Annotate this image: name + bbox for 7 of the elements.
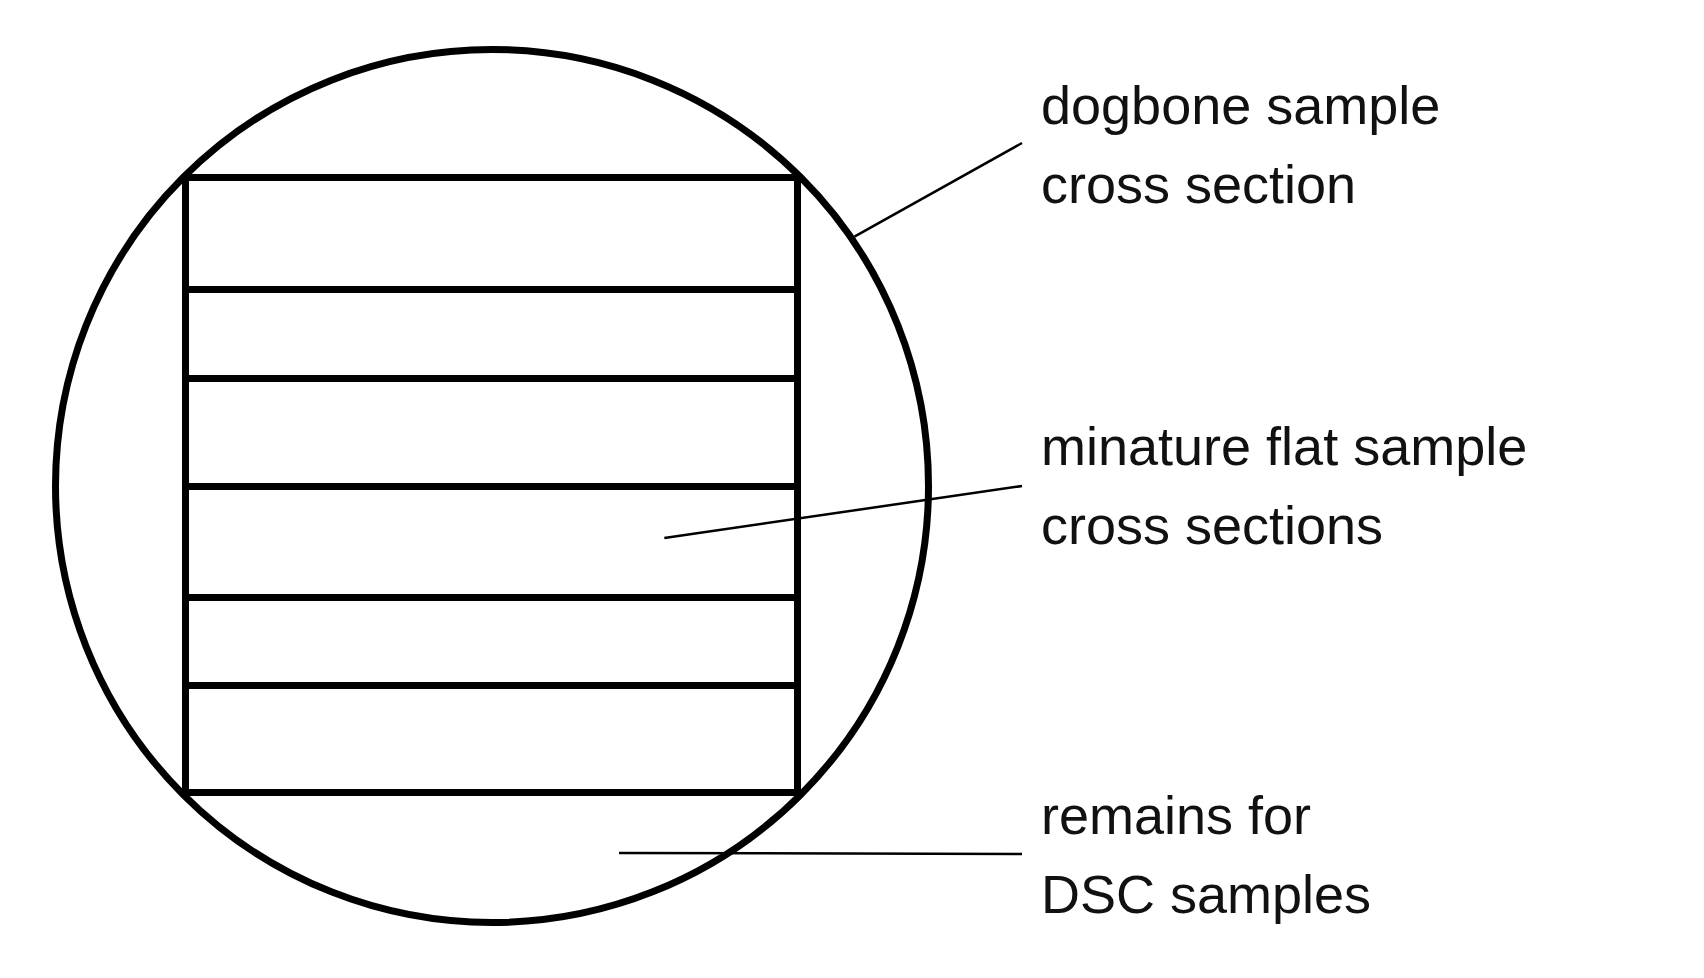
callout-label: remains for DSC samples <box>1041 776 1421 934</box>
callout-label: minature flat sample cross sections <box>1041 407 1621 565</box>
cross-section-disc <box>52 46 932 926</box>
leader-line <box>619 851 1022 856</box>
callout-label: dogbone sample cross section <box>1041 66 1501 224</box>
leader-line <box>853 141 1023 238</box>
leader-line <box>664 484 1023 540</box>
